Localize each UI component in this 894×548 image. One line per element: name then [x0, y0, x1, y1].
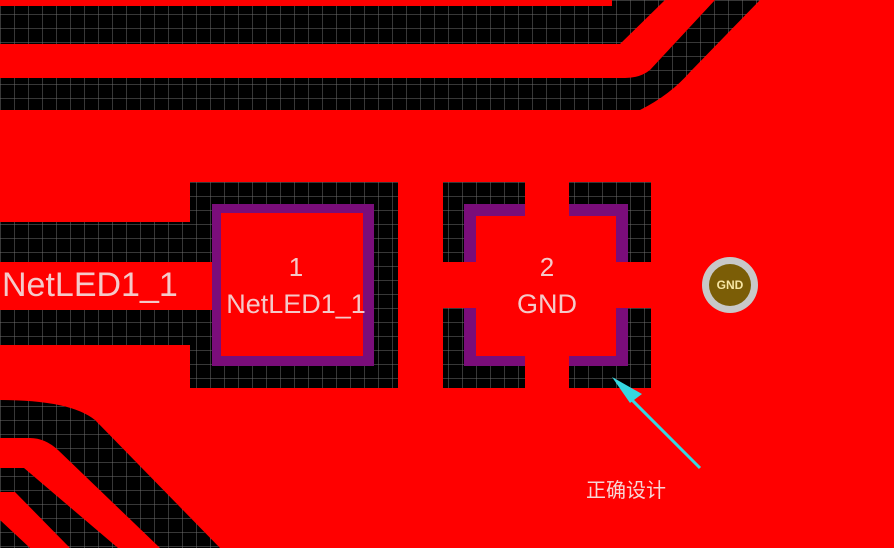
- pad-1-number: 1: [289, 252, 303, 282]
- annotation-arrow: [612, 377, 702, 470]
- pad-1[interactable]: [221, 213, 363, 356]
- thermal-spoke-left: [443, 262, 479, 308]
- thermal-spoke-right: [614, 262, 651, 308]
- annotation-text: 正确设计: [586, 478, 666, 502]
- thermal-spoke-bottom: [525, 354, 569, 388]
- trace-top-1[interactable]: [0, 0, 612, 6]
- trace-bottom-2[interactable]: [0, 492, 70, 548]
- pad-2-number: 2: [540, 252, 554, 282]
- via-net-label: GND: [717, 278, 744, 292]
- trace-bottom-1[interactable]: [0, 438, 160, 548]
- thermal-spoke-top: [525, 182, 569, 218]
- pad-2-net: GND: [517, 289, 577, 319]
- trace-top-2[interactable]: [0, 0, 715, 78]
- pad-2[interactable]: [476, 216, 616, 356]
- via-core[interactable]: [709, 264, 751, 306]
- pad-1-net: NetLED1_1: [226, 289, 366, 319]
- trace-net-label: NetLED1_1: [2, 266, 178, 304]
- trace-netled1-1[interactable]: [0, 262, 215, 310]
